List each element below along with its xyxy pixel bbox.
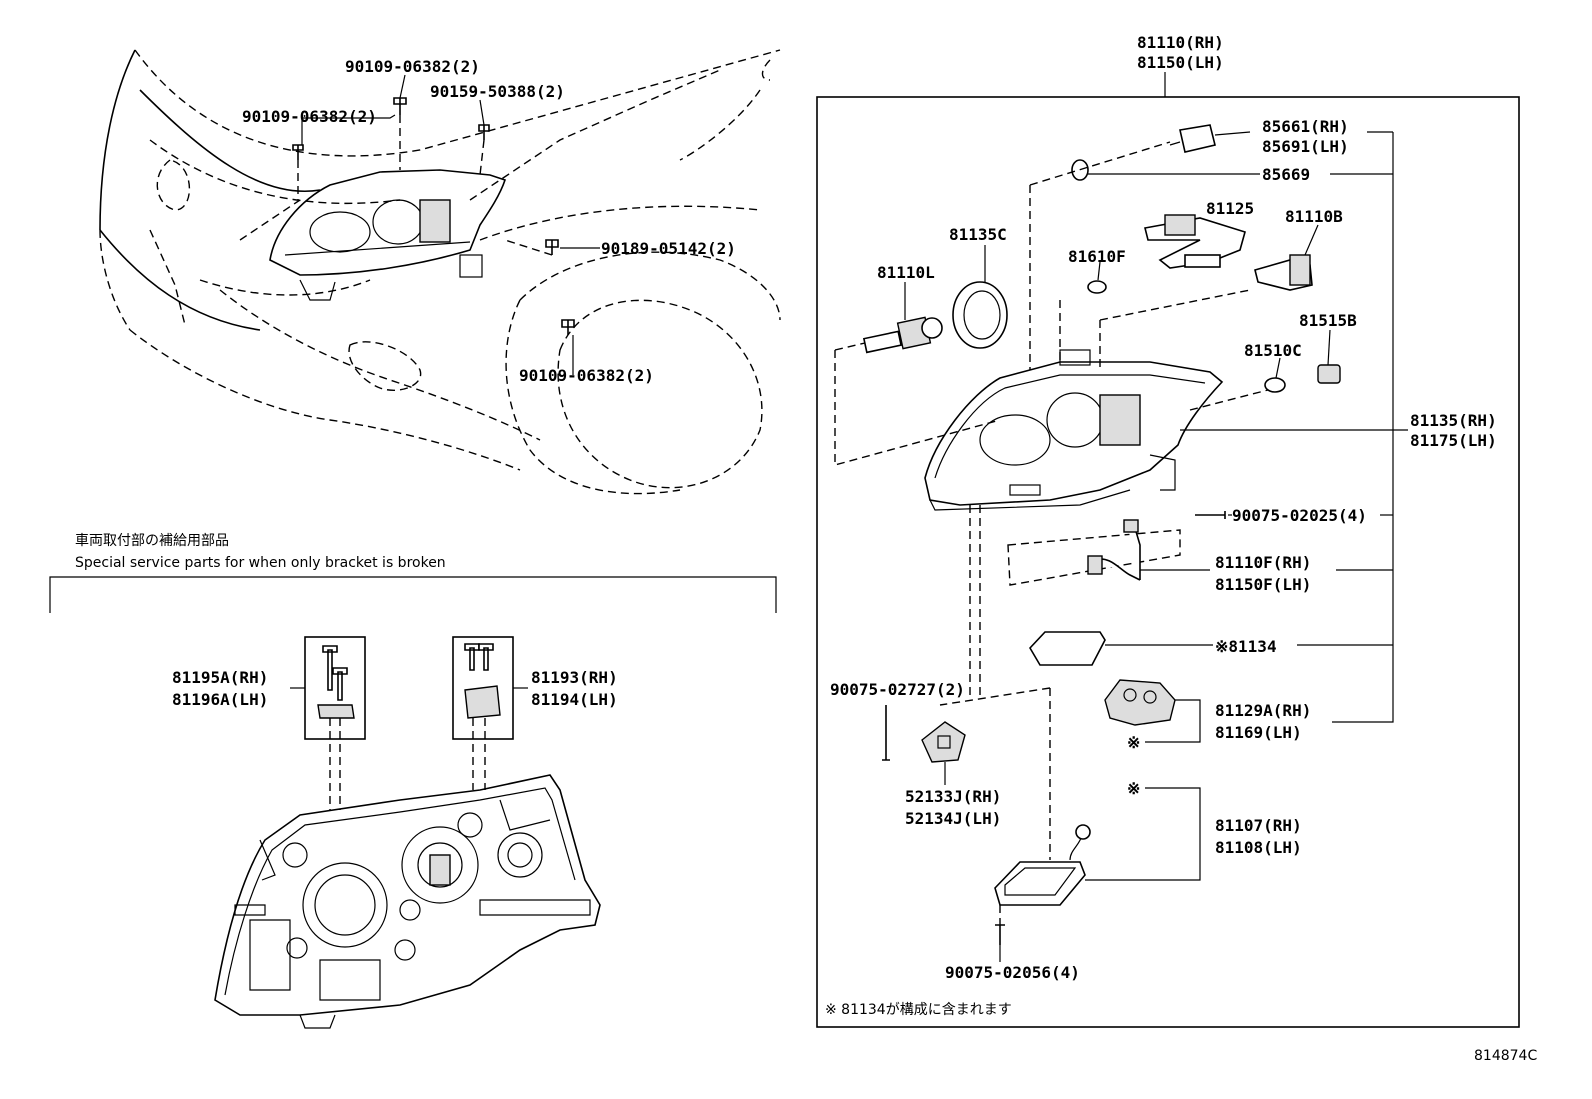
label-81135c: 81135C: [949, 225, 1007, 244]
bracket-box-left: [304, 636, 366, 810]
label-81515b: 81515B: [1299, 311, 1357, 330]
label-81110b: 81110B: [1285, 207, 1343, 226]
label-81110f: 81110F(RH): [1215, 553, 1311, 572]
screw-90075-02025: [1195, 511, 1226, 519]
label-81194: 81194(LH): [531, 690, 618, 709]
label-52133j: 52133J(RH): [905, 787, 1001, 806]
screw-90075-02056: [995, 924, 1005, 945]
assembly-frame: [816, 96, 1520, 1028]
label-81193: 81193(RH): [531, 668, 618, 687]
label-52134j: 52134J(LH): [905, 809, 1001, 828]
callout-car-2: 90159-50388(2): [430, 82, 565, 101]
label-85661: 85661(RH): [1262, 117, 1349, 136]
callout-car-3: 90109-06382(2): [242, 107, 377, 126]
label-81169: 81169(LH): [1215, 723, 1302, 742]
ring-81135c: [952, 281, 1008, 349]
harness-81110f: [1087, 519, 1141, 581]
bracket-title-jp: 車両取付部の補給用部品: [75, 532, 229, 549]
label-90075-02025: 90075-02025(4): [1232, 506, 1367, 525]
label-81175: 81175(LH): [1410, 431, 1497, 450]
label-81195a: 81195A(RH): [172, 668, 268, 687]
gasket-81134: [1029, 631, 1106, 666]
screw-90075-02727: [882, 705, 890, 761]
label-85669: 85669: [1262, 165, 1310, 184]
actuator-81129a: [1104, 679, 1176, 726]
label-81196a: 81196A(LH): [172, 690, 268, 709]
bulb-85661: [1169, 124, 1216, 153]
mark-81107: ※: [1127, 779, 1140, 798]
bracket-section-frame: [49, 576, 777, 613]
label-81150f: 81150F(LH): [1215, 575, 1311, 594]
bracket-52133j: [921, 721, 966, 763]
label-81134: ※81134: [1215, 637, 1277, 656]
car-front-illustration: [99, 49, 781, 495]
label-81610f: 81610F: [1068, 247, 1126, 266]
label-81129a: 81129A(RH): [1215, 701, 1311, 720]
label-81110-rh: 81110(RH): [1137, 33, 1224, 52]
bulb-81610f: [1087, 280, 1107, 294]
callout-car-1: 90109-06382(2): [345, 57, 480, 76]
harness-81125: [1144, 214, 1246, 269]
label-81125: 81125: [1206, 199, 1254, 218]
bracket-title-en: Special service parts for when only brac…: [75, 555, 446, 571]
label-81150-lh: 81150(LH): [1137, 53, 1224, 72]
callout-car-5: 90109-06382(2): [519, 366, 654, 385]
bracket-box-right: [452, 636, 514, 790]
bulb-81510c: [1264, 377, 1286, 393]
label-90075-02056: 90075-02056(4): [945, 963, 1080, 982]
headlamp-rear-view: [214, 774, 601, 1029]
diagram-id: 814874C: [1474, 1048, 1537, 1064]
label-81108: 81108(LH): [1215, 838, 1302, 857]
bulb-81110b: [1254, 254, 1313, 291]
callout-car-4: 90189-05142(2): [601, 239, 736, 258]
socket-81515b: [1317, 364, 1341, 384]
footnote: ※ 81134が構成に含まれます: [825, 1002, 1012, 1018]
label-81110l: 81110L: [877, 263, 935, 282]
bulb-81110l: [862, 316, 943, 354]
label-81107: 81107(RH): [1215, 816, 1302, 835]
label-81135: 81135(RH): [1410, 411, 1497, 430]
label-81510c: 81510C: [1244, 341, 1302, 360]
label-90075-02727: 90075-02727(2): [830, 680, 965, 699]
headlamp-unit-81135: [924, 349, 1224, 511]
mark-81129a: ※: [1127, 733, 1140, 752]
ballast-81107: [994, 824, 1091, 906]
label-85691: 85691(LH): [1262, 137, 1349, 156]
